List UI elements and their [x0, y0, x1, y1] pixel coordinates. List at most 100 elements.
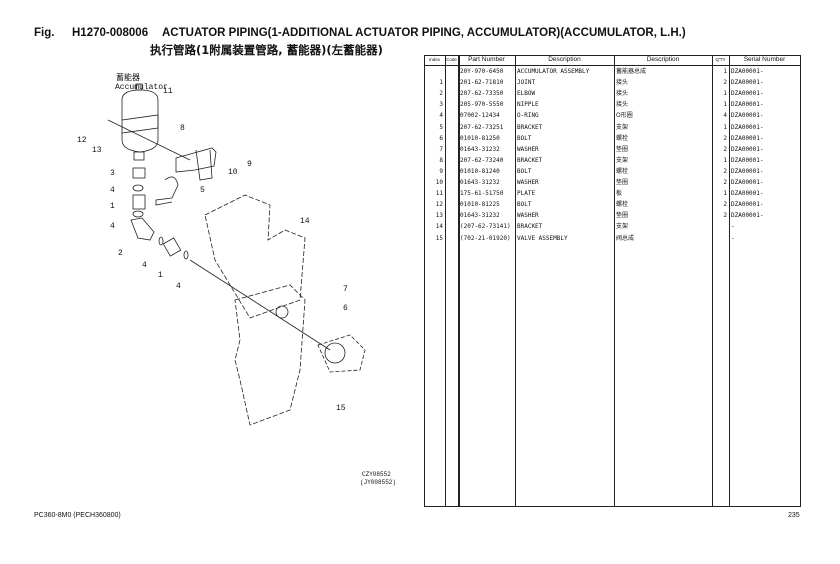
drawing-code: CZY08552: [362, 471, 391, 478]
cell-desc: BRACKET: [517, 223, 543, 231]
cell-serial: DZA00001-: [731, 90, 764, 98]
cell-qty: 1: [723, 156, 727, 164]
cell-index: 8: [439, 156, 443, 164]
header-description-cn: Description: [614, 55, 712, 66]
cell-serial: -: [731, 223, 735, 231]
cell-desc_cn: 蓄能器总成: [616, 68, 647, 75]
model-footer: PC360-8M0 (PECH360800): [34, 512, 121, 519]
cell-index: 4: [439, 112, 443, 120]
cell-desc: WASHER: [517, 212, 539, 220]
cell-index: 3: [439, 101, 443, 109]
cell-part: 07002-12434: [460, 112, 500, 120]
callout-3: 3: [110, 169, 115, 178]
callout-4: 4: [110, 222, 115, 231]
callout-13: 13: [92, 146, 102, 155]
page-title-chinese: 执行管路(1附属装置管路, 蓄能器)(左蓄能器): [150, 43, 383, 57]
callout-6: 6: [343, 304, 348, 313]
cell-part: 205-970-5550: [460, 101, 504, 109]
cell-serial: DZA00001-: [731, 101, 764, 109]
fittings-drawing: [130, 167, 189, 260]
cell-desc: JOINT: [517, 79, 536, 87]
cell-part: 01643-31232: [460, 145, 500, 153]
cell-part: (207-62-73141): [460, 223, 511, 231]
cell-index: 2: [439, 90, 443, 98]
cell-index: 5: [439, 123, 443, 131]
cell-desc_cn: O形圈: [616, 112, 633, 120]
cell-desc_cn: 接头: [616, 79, 629, 87]
callout-12: 12: [77, 136, 87, 145]
cell-desc_cn: 垫圈: [616, 145, 629, 153]
parts-table: Index Code Part Number Description Descr…: [424, 55, 801, 507]
cell-part: 207-62-73251: [460, 123, 504, 131]
accumulator-label: Accumulator: [115, 83, 168, 92]
cell-qty: 1: [723, 101, 727, 109]
callout-5: 5: [200, 186, 205, 195]
callout-1: 1: [158, 271, 163, 280]
cell-desc: NIPPLE: [517, 101, 539, 109]
cell-index: 9: [439, 167, 443, 175]
callout-4: 4: [110, 186, 115, 195]
cell-desc_cn: 接头: [616, 101, 629, 109]
cell-qty: 2: [723, 201, 727, 209]
cell-serial: DZA00001-: [731, 134, 764, 142]
cell-part: 01010-81225: [460, 201, 500, 209]
exploded-parts-diagram: 蓄能器 Accumulator 11 12 13 8 10 9 3 4 1 4 …: [77, 72, 396, 486]
header-index: Index: [424, 55, 445, 66]
cell-desc: WASHER: [517, 179, 539, 186]
cell-part: 207-62-73240: [460, 156, 504, 164]
cell-index: 14: [435, 223, 443, 231]
cell-desc_cn: 阀总成: [616, 234, 635, 242]
cell-index: [424, 66, 443, 77]
cell-desc_cn: 螺栓: [616, 167, 629, 175]
cell-serial: DZA00001-: [731, 68, 764, 75]
cell-part: 175-61-51750: [460, 190, 504, 198]
cell-qty: 1: [723, 68, 727, 75]
cell-desc: WASHER: [517, 145, 539, 153]
cell-part: (702-21-01920): [460, 234, 511, 242]
cell-qty: 4: [723, 112, 727, 120]
cell-part: 01010-81240: [460, 167, 500, 175]
cell-qty: 2: [723, 167, 727, 175]
cell-serial: DZA00001-: [731, 201, 764, 209]
cell-desc_cn: 支架: [616, 123, 629, 131]
cell-part: 207-62-73350: [460, 90, 504, 98]
header-description: Description: [515, 55, 614, 66]
cell-desc: ELBOW: [517, 90, 536, 98]
callout-11: 11: [163, 87, 173, 96]
cell-index: 13: [435, 212, 443, 220]
cell-desc_cn: 板: [616, 190, 623, 198]
cell-index: 12: [435, 201, 443, 209]
cell-index: 1: [439, 79, 443, 87]
valve-15-drawing: [317, 334, 366, 373]
callout-8: 8: [180, 124, 185, 133]
accumulator-label-cn: 蓄能器: [116, 72, 140, 83]
bracket-8-drawing: [175, 147, 217, 181]
cell-part: 01643-31232: [460, 212, 500, 220]
bracket-5-drawing: [155, 176, 179, 206]
cell-serial: DZA00001-: [731, 112, 764, 120]
cell-index: 15: [435, 234, 443, 242]
cell-desc: O-RING: [517, 112, 539, 120]
cell-serial: DZA00001-: [731, 156, 764, 164]
fig-label: Fig.: [34, 27, 55, 39]
cell-qty: [712, 233, 727, 244]
page-title: ACTUATOR PIPING(1-ADDITIONAL ACTUATOR PI…: [162, 27, 686, 39]
cell-qty: 1: [723, 190, 727, 198]
cell-qty: 2: [723, 134, 727, 142]
bracket-14-drawing: [204, 194, 306, 319]
cell-part: 201-62-71810: [460, 79, 504, 87]
cell-qty: 2: [723, 145, 727, 153]
callout-15: 15: [336, 404, 346, 413]
callout-7: 7: [343, 285, 348, 294]
header-qty: Q'TY: [712, 55, 729, 66]
cell-qty: 2: [723, 79, 727, 87]
cell-desc: BOLT: [517, 167, 532, 175]
plate-drawing: [234, 284, 306, 426]
cell-serial: -: [731, 234, 735, 242]
cell-desc: VALVE ASSEMBLY: [517, 234, 568, 242]
cell-part: 20Y-970-6450: [460, 68, 504, 75]
cell-part: 01643-31232: [460, 179, 500, 186]
cell-desc: ACCUMULATOR ASSEMBLY: [517, 68, 590, 75]
cell-serial: DZA00001-: [731, 79, 764, 87]
